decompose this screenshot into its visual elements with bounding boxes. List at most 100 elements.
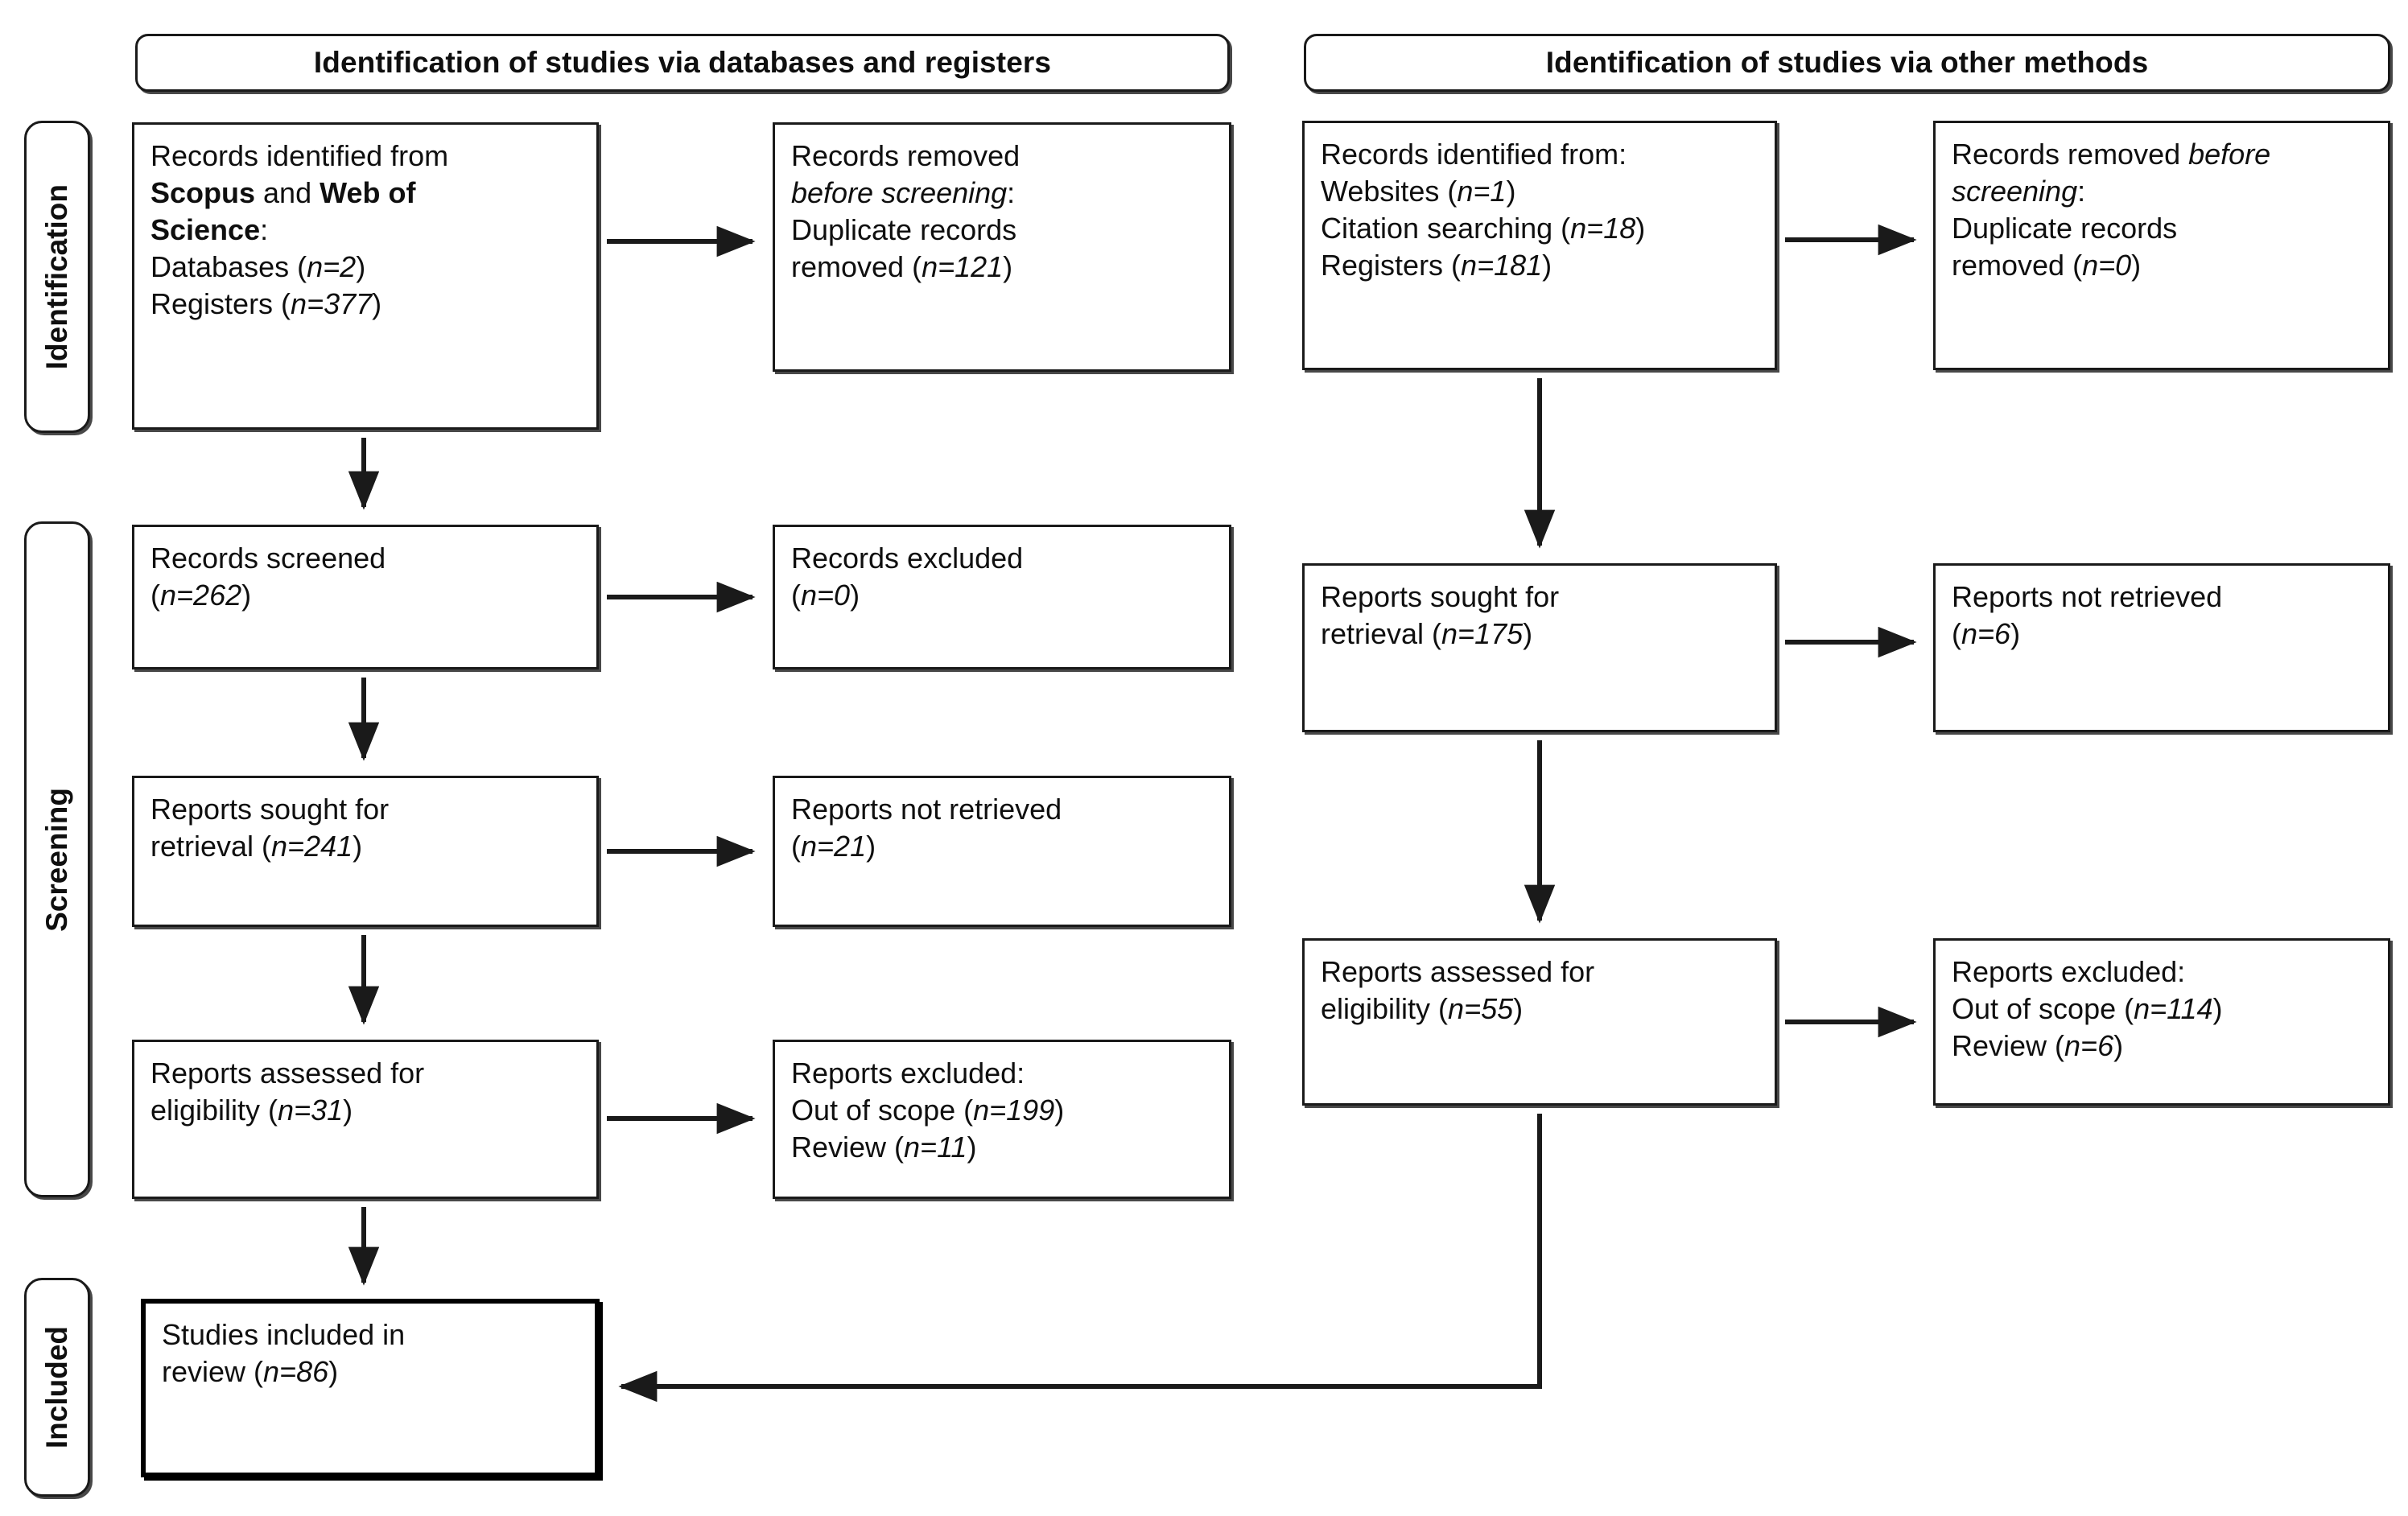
box-text-segment: n=2 bbox=[307, 250, 357, 284]
box-text-segment: n=114 bbox=[2134, 992, 2213, 1026]
box-text-segment: before bbox=[2188, 138, 2271, 171]
stage-label-screening: Screening bbox=[24, 521, 90, 1197]
box-text-line: Review (n=11) bbox=[791, 1129, 1213, 1166]
box-text-segment: ) bbox=[1542, 249, 1552, 282]
box-text-segment: Databases ( bbox=[150, 250, 307, 284]
box-text-segment: n=121 bbox=[922, 250, 1004, 284]
box-text-segment: n=55 bbox=[1448, 992, 1514, 1026]
box-text-segment: ( bbox=[791, 830, 801, 863]
box-text-segment: ) bbox=[1635, 212, 1646, 245]
box-text-line: Science: bbox=[150, 212, 580, 249]
box-text-segment: ) bbox=[1523, 617, 1533, 651]
box-text-segment: : bbox=[1007, 176, 1016, 210]
stage-label-identification: Identification bbox=[24, 121, 90, 433]
box-text-line: Reports sought for bbox=[150, 793, 390, 826]
box-text-segment: ) bbox=[241, 579, 252, 612]
stage-label-included-text: Included bbox=[40, 1325, 73, 1449]
box-text-line: Records identified from bbox=[150, 139, 449, 172]
box-text-line: Studies included in bbox=[162, 1318, 406, 1351]
box-text-line: screening: bbox=[1952, 173, 2372, 210]
box-text-line: Registers (n=377) bbox=[150, 286, 580, 323]
box-text-segment: ) bbox=[328, 1355, 339, 1389]
box-text-segment: ) bbox=[967, 1131, 977, 1164]
stage-label-screening-text: Screening bbox=[40, 787, 73, 932]
box-text-segment: n=31 bbox=[278, 1094, 344, 1127]
box-text-line: review (n=86) bbox=[162, 1353, 579, 1390]
box-text-line: removed (n=121) bbox=[791, 249, 1213, 286]
box-text-segment: retrieval ( bbox=[1321, 617, 1442, 651]
box-text-segment: n=175 bbox=[1441, 617, 1524, 651]
box-text-line: (n=21) bbox=[791, 828, 1213, 865]
box-text-segment: before screening bbox=[791, 176, 1008, 210]
box-text-line: removed (n=0) bbox=[1952, 247, 2372, 284]
box-text-segment: ) bbox=[356, 250, 366, 284]
box-text-segment: ) bbox=[1003, 250, 1013, 284]
box-text-segment: Scopus bbox=[150, 176, 256, 210]
box-text-segment: n=86 bbox=[263, 1355, 329, 1389]
box-text-line: Records excluded bbox=[791, 542, 1024, 575]
box-text-segment: ( bbox=[1952, 617, 1961, 651]
column-header-other-methods: Identification of studies via other meth… bbox=[1304, 34, 2390, 92]
box-records-identified-other: Records identified from:Websites (n=1)Ci… bbox=[1302, 121, 1777, 370]
box-text-segment: n=199 bbox=[973, 1094, 1055, 1127]
box-text-line: Websites (n=1) bbox=[1321, 173, 1759, 210]
box-text-segment: Websites ( bbox=[1321, 175, 1458, 208]
stage-label-included: Included bbox=[24, 1278, 90, 1497]
box-text-segment: Citation searching ( bbox=[1321, 212, 1571, 245]
box-text-segment: n=21 bbox=[801, 830, 867, 863]
box-text-segment: retrieval ( bbox=[150, 830, 272, 863]
box-text-segment: ) bbox=[2113, 1029, 2124, 1063]
box-records-screened: Records screened (n=262) bbox=[132, 525, 599, 669]
box-text-segment: Records removed bbox=[1952, 138, 2189, 171]
box-text-line: Records screened bbox=[150, 542, 386, 575]
box-text-line: Out of scope (n=199) bbox=[791, 1092, 1213, 1129]
box-text-segment: ) bbox=[1506, 175, 1516, 208]
box-reports-not-retrieved-databases: Reports not retrieved(n=21) bbox=[773, 776, 1231, 927]
box-text-line: Reports sought for bbox=[1321, 580, 1560, 613]
box-text-line: Scopus and Web of bbox=[150, 175, 580, 212]
box-records-excluded: Records excluded(n=0) bbox=[773, 525, 1231, 669]
box-text-line: eligibility (n=55) bbox=[1321, 991, 1759, 1028]
box-text-segment: n=262 bbox=[160, 579, 242, 612]
box-text-segment: ( bbox=[150, 579, 160, 612]
box-text-line: Reports not retrieved bbox=[1952, 580, 2223, 613]
box-text-line: Review (n=6) bbox=[1952, 1028, 2372, 1065]
box-text-segment: eligibility ( bbox=[1321, 992, 1449, 1026]
box-text-segment: Science bbox=[150, 213, 261, 247]
box-text-segment: ) bbox=[2212, 992, 2223, 1026]
box-text-line: Out of scope (n=114) bbox=[1952, 991, 2372, 1028]
box-text-line: retrieval (n=241) bbox=[150, 828, 580, 865]
box-text-segment: Out of scope ( bbox=[791, 1094, 974, 1127]
box-text-line: Databases (n=2) bbox=[150, 249, 580, 286]
box-text-line: (n=0) bbox=[791, 577, 1213, 614]
box-text-segment: n=0 bbox=[2082, 249, 2132, 282]
box-text-segment: n=1 bbox=[1457, 175, 1507, 208]
box-text-segment: ) bbox=[2010, 617, 2021, 651]
box-text-line: Records identified from: bbox=[1321, 138, 1627, 171]
box-text-segment: ( bbox=[791, 579, 801, 612]
box-text-line: Duplicate records bbox=[1952, 212, 2178, 245]
box-text-line: Reports assessed for bbox=[150, 1057, 425, 1090]
stage-label-identification-text: Identification bbox=[40, 183, 73, 370]
box-text-line: Reports excluded: bbox=[791, 1057, 1025, 1090]
box-text-segment: Out of scope ( bbox=[1952, 992, 2134, 1026]
box-text-line: retrieval (n=175) bbox=[1321, 616, 1759, 653]
column-header-databases-label: Identification of studies via databases … bbox=[313, 46, 1052, 79]
box-text-segment: ) bbox=[353, 830, 363, 863]
box-text-segment: : bbox=[2077, 175, 2086, 208]
box-text-line: Records removed bbox=[791, 139, 1021, 172]
box-text-segment: ) bbox=[343, 1094, 353, 1127]
box-text-segment: and bbox=[255, 176, 320, 210]
box-text-line: Reports not retrieved bbox=[791, 793, 1062, 826]
box-text-segment: n=6 bbox=[1961, 617, 2011, 651]
box-text-segment: Web of bbox=[320, 176, 416, 210]
box-text-segment: Registers ( bbox=[1321, 249, 1462, 282]
box-text-segment: Registers ( bbox=[150, 287, 291, 321]
box-text-line: Reports assessed for bbox=[1321, 955, 1595, 988]
box-text-segment: removed ( bbox=[1952, 249, 2083, 282]
box-reports-not-retrieved-other: Reports not retrieved (n=6) bbox=[1933, 563, 2390, 732]
